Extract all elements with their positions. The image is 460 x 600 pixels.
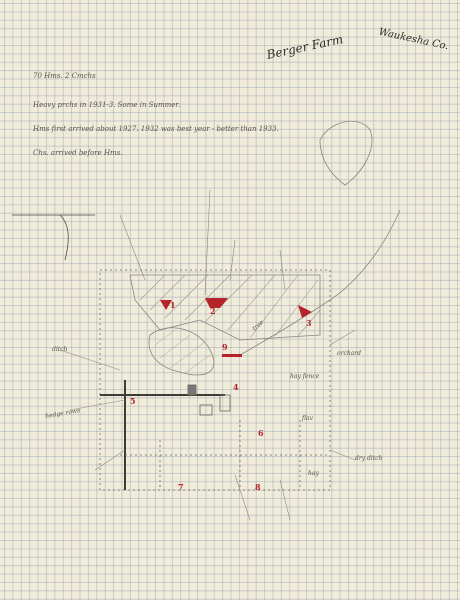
marker-3: 3 xyxy=(306,318,312,328)
sketch-loop xyxy=(319,121,373,186)
label-dry-ditch: dry ditch xyxy=(355,455,383,462)
label-ditch: ditch xyxy=(52,346,68,353)
marker-7: 7 xyxy=(178,482,184,492)
farm-boundary xyxy=(99,269,331,491)
marker-5: 5 xyxy=(130,396,136,406)
note-line-2: Heavy prchs in 1931-3. Some in Summer. xyxy=(33,101,181,109)
marker-1: 1 xyxy=(170,300,176,310)
hatched-area xyxy=(129,274,321,341)
label-hay: hay xyxy=(308,470,319,477)
building-2 xyxy=(199,404,213,416)
corner-sketch xyxy=(12,214,95,261)
marker-8: 8 xyxy=(255,482,261,492)
marker-9: 9 xyxy=(222,342,228,352)
building-3 xyxy=(219,394,231,412)
marker-4: 4 xyxy=(233,382,239,392)
note-line-4: Chs. arrived before Hms. xyxy=(33,149,123,157)
building-1 xyxy=(187,384,197,396)
creek-line xyxy=(239,209,401,356)
note-line-1: 70 Hms. 2 Cmchs xyxy=(33,72,96,80)
wooded-patch xyxy=(148,327,215,376)
label-hay-fence: hay fence xyxy=(290,373,320,380)
marker-6: 6 xyxy=(258,428,264,438)
label-orchard: orchard xyxy=(337,350,361,357)
red-marker-shapes xyxy=(160,298,312,357)
marker-2: 2 xyxy=(210,306,216,316)
note-line-3: Hms first arrived about 1927. 1932 was b… xyxy=(33,125,279,133)
label-flav: flav xyxy=(302,415,313,422)
